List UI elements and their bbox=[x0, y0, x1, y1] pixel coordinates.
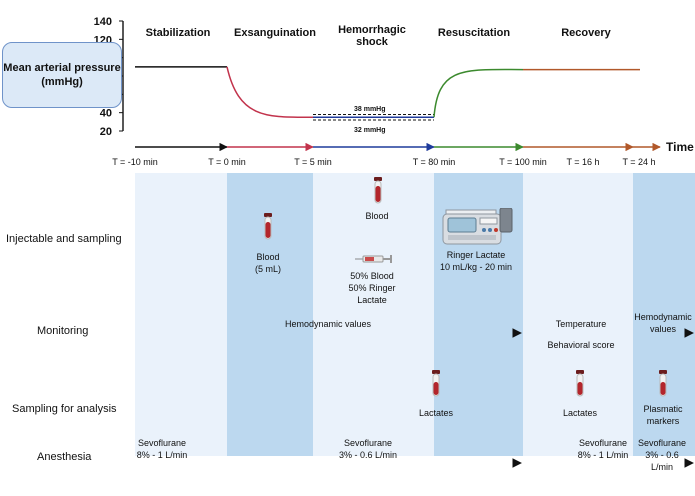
note-hemodynamic-values-2: Hemodynamic values bbox=[634, 312, 692, 334]
y-axis-label: Mean arterial pressure (mmHg) bbox=[3, 62, 121, 88]
syringe-icon bbox=[355, 255, 392, 263]
blood-tube-icon bbox=[576, 370, 584, 397]
time-label: T = 0 min bbox=[208, 157, 246, 167]
note-lactates: Lactates bbox=[418, 408, 454, 418]
map-line-resuscitation bbox=[433, 68, 524, 118]
phase-recovery: Recovery bbox=[561, 27, 611, 39]
note-hemodynamic-values: Hemodynamic values bbox=[284, 319, 372, 329]
note-blood-5ml: Blood (5 mL) bbox=[254, 252, 282, 274]
y-tick-label: 40 bbox=[100, 108, 112, 120]
infusion-pump-icon bbox=[442, 208, 513, 245]
note-plasmatic-markers: Plasmatic markers bbox=[643, 404, 683, 426]
note-sevoflurane-1: Sevoflurane 8% - 1 L/min bbox=[136, 438, 188, 460]
row-label-sampling: Sampling for analysis bbox=[12, 403, 117, 415]
row-label-monitoring: Monitoring bbox=[37, 325, 89, 337]
y-tick-label: 20 bbox=[100, 126, 112, 138]
phase-stabilization: Stabilization bbox=[145, 27, 211, 39]
blood-tube-icon bbox=[374, 177, 382, 204]
band-upper-label: 38 mmHg bbox=[354, 106, 386, 113]
blood-tube-icon bbox=[432, 370, 440, 397]
row-label-injectable: Injectable and sampling bbox=[6, 233, 122, 245]
time-label: T = 80 min bbox=[412, 157, 456, 167]
time-label: T = 24 h bbox=[622, 157, 656, 167]
note-sevoflurane-3: Sevoflurane 8% - 1 L/min bbox=[577, 438, 629, 460]
time-label: T = -10 min bbox=[112, 157, 158, 167]
note-sevoflurane-2: Sevoflurane 3% - 0.6 L/min bbox=[338, 438, 398, 460]
note-temperature: Temperature bbox=[555, 319, 607, 329]
phase-band bbox=[313, 173, 434, 456]
note-blood: Blood bbox=[365, 211, 389, 221]
y-axis-label-box: Mean arterial pressure (mmHg) bbox=[2, 42, 122, 108]
blood-tube-icon bbox=[264, 213, 272, 240]
map-line-exsanguination bbox=[226, 66, 314, 119]
band-lower-label: 32 mmHg bbox=[354, 127, 386, 134]
note-behavioral-score: Behavioral score bbox=[547, 340, 615, 350]
time-label: T = 5 min bbox=[294, 157, 332, 167]
blood-tube-icon bbox=[659, 370, 667, 397]
time-label: T = 16 h bbox=[566, 157, 600, 167]
phase-resuscitation: Resuscitation bbox=[437, 27, 511, 39]
phase-hemorrhagic-shock: Hemorrhagic shock bbox=[338, 24, 406, 48]
row-label-anesthesia: Anesthesia bbox=[37, 451, 92, 463]
phase-band bbox=[633, 173, 695, 456]
note-lactates-2: Lactates bbox=[562, 408, 598, 418]
time-label: T = 100 min bbox=[499, 157, 547, 167]
y-tick-label: 140 bbox=[94, 16, 112, 28]
phase-band bbox=[523, 173, 633, 456]
note-blood-ringer: 50% Blood 50% Ringer Lactate bbox=[348, 271, 396, 305]
phase-band bbox=[135, 173, 227, 456]
x-axis-label: Time bbox=[666, 140, 694, 154]
phase-exsanguination: Exsanguination bbox=[234, 27, 316, 39]
note-ringer-lactate: Ringer Lactate 10 mL/kg - 20 min bbox=[439, 250, 513, 272]
note-sevoflurane-4: Sevoflurane 3% - 0.6 L/min bbox=[637, 438, 687, 472]
